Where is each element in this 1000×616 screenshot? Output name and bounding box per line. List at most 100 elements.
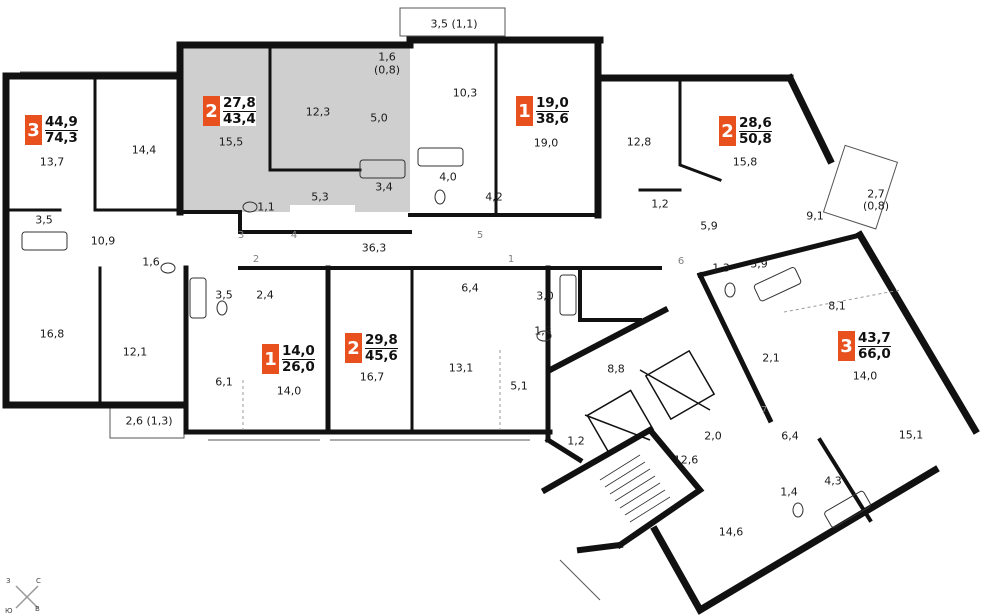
room-area: 16,7 bbox=[359, 370, 385, 384]
room-area: 1,1 bbox=[257, 200, 275, 214]
room-area: 13,7 bbox=[39, 155, 65, 169]
living-area: 27,8 bbox=[223, 94, 256, 112]
room-area: 6,4 bbox=[461, 281, 479, 295]
room-area: 13,1 bbox=[448, 361, 474, 375]
room-area: 12,6 bbox=[673, 453, 699, 467]
door-number: 5 bbox=[476, 230, 484, 241]
room-count: 3 bbox=[838, 331, 855, 361]
room-area: 1,3 bbox=[712, 261, 730, 275]
living-area: 44,9 bbox=[45, 113, 78, 131]
room-area: 4,0 bbox=[439, 170, 457, 184]
fixtures bbox=[21, 147, 871, 528]
total-area: 45,6 bbox=[365, 347, 398, 364]
room-area: 3,5 (1,1) bbox=[430, 17, 478, 31]
room-area: 12,1 bbox=[122, 345, 148, 359]
door-number: 3 bbox=[237, 230, 245, 241]
lift-shafts bbox=[584, 349, 716, 456]
room-area: 9,1 bbox=[806, 209, 824, 223]
room-count: 2 bbox=[203, 96, 220, 126]
compass-south: Ю bbox=[5, 607, 13, 615]
room-area: 12,3 bbox=[305, 105, 331, 119]
room-area: 3,4 bbox=[375, 180, 393, 194]
room-count: 2 bbox=[345, 333, 362, 363]
room-area: 3,9 bbox=[750, 257, 768, 271]
walls bbox=[2, 36, 980, 615]
room-area: 5,0 bbox=[370, 111, 388, 125]
room-area: 10,3 bbox=[452, 86, 478, 100]
compass-north: С bbox=[36, 577, 41, 585]
room-area: 10,9 bbox=[90, 234, 116, 248]
room-count: 1 bbox=[262, 344, 279, 374]
room-area: 15,8 bbox=[732, 155, 758, 169]
room-area: 3,0 bbox=[536, 289, 554, 303]
room-area: 14,4 bbox=[131, 143, 157, 157]
compass-icon bbox=[15, 585, 39, 609]
door-number: 4 bbox=[290, 230, 298, 241]
total-area: 66,0 bbox=[858, 345, 891, 362]
room-area: 2,4 bbox=[256, 288, 274, 302]
room-area: 16,8 bbox=[39, 327, 65, 341]
room-count: 3 bbox=[25, 115, 42, 145]
door-number: 6 bbox=[677, 256, 685, 267]
room-area: 2,0 bbox=[704, 429, 722, 443]
living-area: 43,7 bbox=[858, 329, 891, 347]
living-area: 19,0 bbox=[536, 94, 569, 112]
door-number: 7 bbox=[760, 405, 768, 416]
room-area: 15,1 bbox=[898, 428, 924, 442]
room-area: 6,1 bbox=[215, 375, 233, 389]
total-area: 74,3 bbox=[45, 129, 78, 146]
room-area: 1,6 bbox=[378, 50, 396, 64]
room-area: 5,1 bbox=[510, 379, 528, 393]
room-area: 5,9 bbox=[700, 219, 718, 233]
room-area: 5,3 bbox=[311, 190, 329, 204]
room-area: 1,3 bbox=[534, 324, 552, 338]
dashed-lines bbox=[242, 289, 901, 430]
living-area: 14,0 bbox=[282, 342, 315, 360]
room-area: 3,5 bbox=[35, 213, 53, 227]
room-area: 12,8 bbox=[626, 135, 652, 149]
room-area: (0,8) bbox=[862, 199, 890, 213]
room-area: 3,5 bbox=[215, 288, 233, 302]
room-area: 6,4 bbox=[781, 429, 799, 443]
living-area: 28,6 bbox=[739, 114, 772, 132]
room-count: 1 bbox=[516, 96, 533, 126]
room-count: 2 bbox=[719, 116, 736, 146]
room-area: 2,7 bbox=[867, 187, 885, 201]
room-area: 2,1 bbox=[762, 351, 780, 365]
room-area: 14,0 bbox=[852, 369, 878, 383]
compass-east: В bbox=[35, 605, 40, 613]
room-area: (0,8) bbox=[373, 63, 401, 77]
room-area: 1,6 bbox=[142, 255, 160, 269]
compass-rose: С Ю З В bbox=[2, 572, 46, 616]
room-area: 14,0 bbox=[276, 384, 302, 398]
room-area: 14,6 bbox=[718, 525, 744, 539]
room-area: 19,0 bbox=[533, 136, 559, 150]
total-area: 43,4 bbox=[223, 110, 256, 127]
room-area: 4,2 bbox=[485, 190, 503, 204]
room-area: 8,8 bbox=[607, 362, 625, 376]
total-area: 50,8 bbox=[739, 130, 772, 147]
room-area: 1,2 bbox=[651, 197, 669, 211]
door-number: 2 bbox=[252, 254, 260, 265]
total-area: 26,0 bbox=[282, 358, 315, 375]
stairs bbox=[599, 454, 671, 523]
compass-west: З bbox=[6, 577, 11, 585]
room-area: 1,4 bbox=[780, 485, 798, 499]
room-area: 2,6 (1,3) bbox=[125, 414, 173, 428]
living-area: 29,8 bbox=[365, 331, 398, 349]
room-area: 36,3 bbox=[361, 241, 387, 255]
total-area: 38,6 bbox=[536, 110, 569, 127]
room-area: 1,2 bbox=[567, 434, 585, 448]
room-area: 15,5 bbox=[218, 135, 244, 149]
room-area: 8,1 bbox=[828, 299, 846, 313]
room-area: 4,3 bbox=[824, 474, 842, 488]
